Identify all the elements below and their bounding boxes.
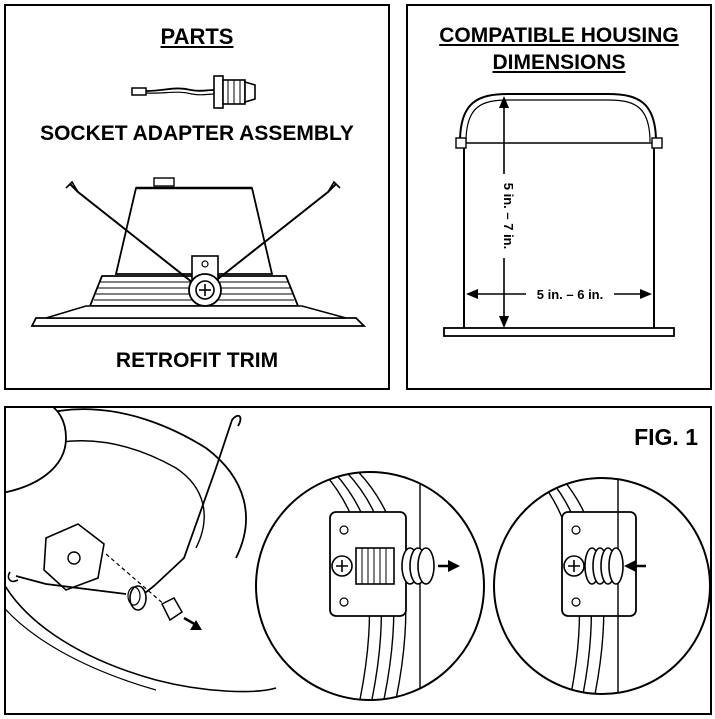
housing-panel: COMPATIBLE HOUSING DIMENSIONS 5 in. – 7 … xyxy=(406,4,712,390)
figure-label: FIG. 1 xyxy=(634,424,698,450)
socket-adapter-illustration xyxy=(131,75,256,109)
retrofit-trim-illustration xyxy=(30,177,367,327)
detail-view-spring-out xyxy=(255,471,485,701)
housing-illustration: 5 in. – 7 in. 5 in. – 6 in. xyxy=(443,93,675,337)
width-dimension-label: 5 in. – 6 in. xyxy=(537,287,603,302)
height-dimension-label: 5 in. – 7 in. xyxy=(501,183,516,249)
socket-adapter-label: SOCKET ADAPTER ASSEMBLY xyxy=(40,122,354,145)
detail-view-spring-in xyxy=(493,477,711,695)
parts-title: PARTS xyxy=(160,24,234,49)
housing-title-line1: COMPATIBLE HOUSING xyxy=(439,24,679,47)
retrofit-trim-label: RETROFIT TRIM xyxy=(115,349,279,372)
figure-panel: FIG. 1 xyxy=(4,406,712,715)
parts-panel: PARTS SOCKET ADAPTER ASSEMBLY xyxy=(4,4,390,390)
housing-title: COMPATIBLE HOUSING DIMENSIONS xyxy=(408,22,710,76)
trim-perspective-drawing xyxy=(6,408,277,693)
housing-title-line2: DIMENSIONS xyxy=(492,51,626,74)
installation-illustration xyxy=(6,408,711,701)
